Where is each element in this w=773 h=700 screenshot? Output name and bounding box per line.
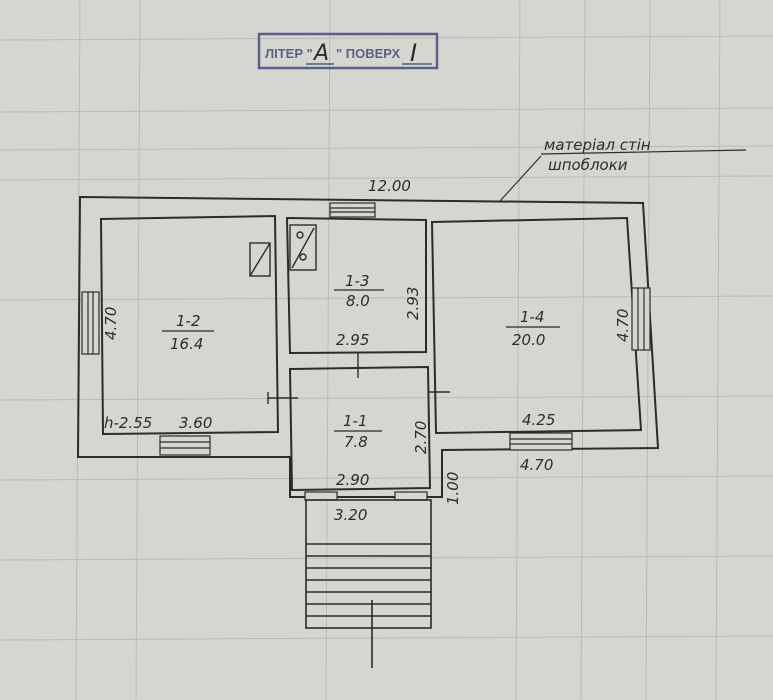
room-1-3-walls [285, 216, 427, 355]
material-leader-line [499, 155, 542, 202]
dim-room11-width: 2.90 [336, 471, 369, 489]
room-1-2-walls [99, 214, 280, 436]
room-1-2-label: 1-2 16.4 [162, 312, 214, 353]
window-top [329, 202, 376, 218]
liter-stamp: ЛІТЕР " А " ПОВЕРХ I [257, 32, 439, 70]
dim-room13-width: 2.95 [336, 331, 369, 349]
windows [81, 202, 651, 501]
stamp-middle: " ПОВЕРХ [336, 46, 400, 61]
room-1-3-label: 1-3 8.0 [334, 272, 384, 310]
dim-left-height: 4.70 [102, 307, 120, 340]
material-note-line1: матеріал стін [544, 136, 651, 154]
room-area: 8.0 [346, 292, 370, 310]
stamp-frame [257, 32, 439, 70]
stamp-prefix: ЛІТЕР " [265, 46, 313, 61]
outer-wall [76, 195, 660, 498]
window-left [81, 291, 100, 355]
material-note-line2: шпоблоки [548, 156, 628, 174]
dim-room14-width: 4.25 [522, 411, 555, 429]
dimension-labels: 12.00 4.70 4.70 h-2.55 3.60 2.93 2.95 2.… [102, 177, 632, 524]
stamp-letter: А [312, 41, 329, 66]
dim-porch-width: 3.20 [334, 506, 367, 524]
room-labels: 1-2 16.4 1-3 8.0 1-1 7.8 1-4 20.0 [162, 272, 560, 451]
room-id: 1-4 [520, 308, 545, 326]
porch-steps [305, 499, 432, 668]
dim-ceiling-height: h-2.55 [104, 414, 152, 432]
building-walls [76, 195, 660, 498]
room-1-4-label: 1-4 20.0 [506, 308, 560, 349]
room-id: 1-3 [345, 272, 370, 290]
room-area: 20.0 [512, 331, 545, 349]
porch-outline [305, 499, 432, 629]
dim-right-height: 4.70 [614, 309, 632, 342]
room-id: 1-1 [343, 412, 368, 430]
material-note: матеріал стін шпоблоки [499, 136, 747, 202]
stove-symbol [249, 224, 317, 277]
room-1-1-label: 1-1 7.8 [334, 412, 382, 451]
dim-overall-width: 12.00 [368, 177, 411, 195]
room-area: 7.8 [344, 433, 368, 451]
room-1-4-walls [430, 216, 643, 435]
dim-room11-height: 2.70 [412, 421, 430, 454]
room-area: 16.4 [170, 335, 203, 353]
room-1-1-walls [288, 365, 432, 492]
window-bottom-left [159, 435, 211, 456]
dim-room13-height: 2.93 [404, 287, 422, 320]
window-right [631, 287, 651, 351]
dim-porch-depth: 1.00 [444, 472, 462, 505]
stamp-floor: I [410, 39, 417, 67]
room-id: 1-2 [176, 312, 201, 330]
dim-right-wing-width: 4.70 [520, 456, 553, 474]
door-markers [267, 353, 450, 404]
window-bottom-right [509, 432, 573, 451]
dim-room12-width: 3.60 [179, 414, 212, 432]
